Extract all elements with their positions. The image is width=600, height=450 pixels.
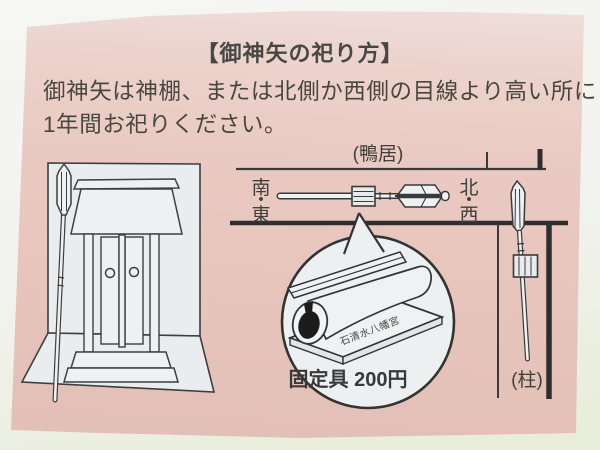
altar-roof-beam	[72, 178, 181, 190]
altar-door-divider	[118, 234, 126, 348]
direction-dot-left: ・	[251, 190, 270, 211]
instruction-text-line1: 御神矢は神棚、または北側か西側の目線より高い所に	[43, 79, 597, 104]
kamidana-illustration	[20, 162, 216, 403]
direction-south: 南	[251, 177, 270, 199]
leaning-arrow	[52, 162, 72, 403]
fixture-tool-drawing: 石清水八幡宮	[286, 251, 445, 366]
fixture-base-side-right	[342, 315, 443, 366]
mounting-diagram: 石清水八幡宮 (鴨居) 南 ・ 東 北 ・ 西 (柱) 固定具 200円	[230, 143, 568, 410]
altar-base-lower	[63, 367, 179, 383]
direction-west: 西	[459, 205, 478, 226]
page-title: 【御神矢の祀り方】	[196, 41, 404, 66]
altar-roof	[70, 188, 183, 235]
altar-base-upper	[69, 351, 173, 369]
arrow-fletching	[56, 162, 72, 216]
callout-pointer	[344, 213, 384, 254]
direction-east: 東	[251, 204, 270, 226]
fixture-hole-slit	[304, 301, 313, 315]
direction-dot-right: ・	[459, 190, 478, 211]
fixture-hole	[298, 311, 320, 339]
fletching-upper	[396, 184, 443, 196]
altar-door-left	[100, 236, 120, 345]
altar-door-right	[124, 236, 144, 345]
direction-north: 北	[459, 177, 478, 199]
horizontal-arrow	[276, 184, 450, 208]
door-handle-right	[128, 266, 140, 278]
altar-pillar-right	[149, 233, 160, 353]
altar-pillar-left	[83, 233, 94, 353]
door-handle-left	[104, 267, 116, 279]
fixture-cylinder-body	[306, 265, 432, 341]
lintel-label: (鴨居)	[353, 143, 404, 165]
fixture-caption: 固定具 200円	[289, 367, 408, 391]
fletching-lower	[396, 196, 443, 208]
pillar-label: (柱)	[511, 369, 543, 391]
vertical-arrow	[510, 179, 539, 362]
instruction-text-line2: 1年間お祀りください。	[43, 112, 288, 137]
vertical-arrow-fletching	[510, 179, 526, 235]
arrow-nock	[440, 190, 450, 202]
